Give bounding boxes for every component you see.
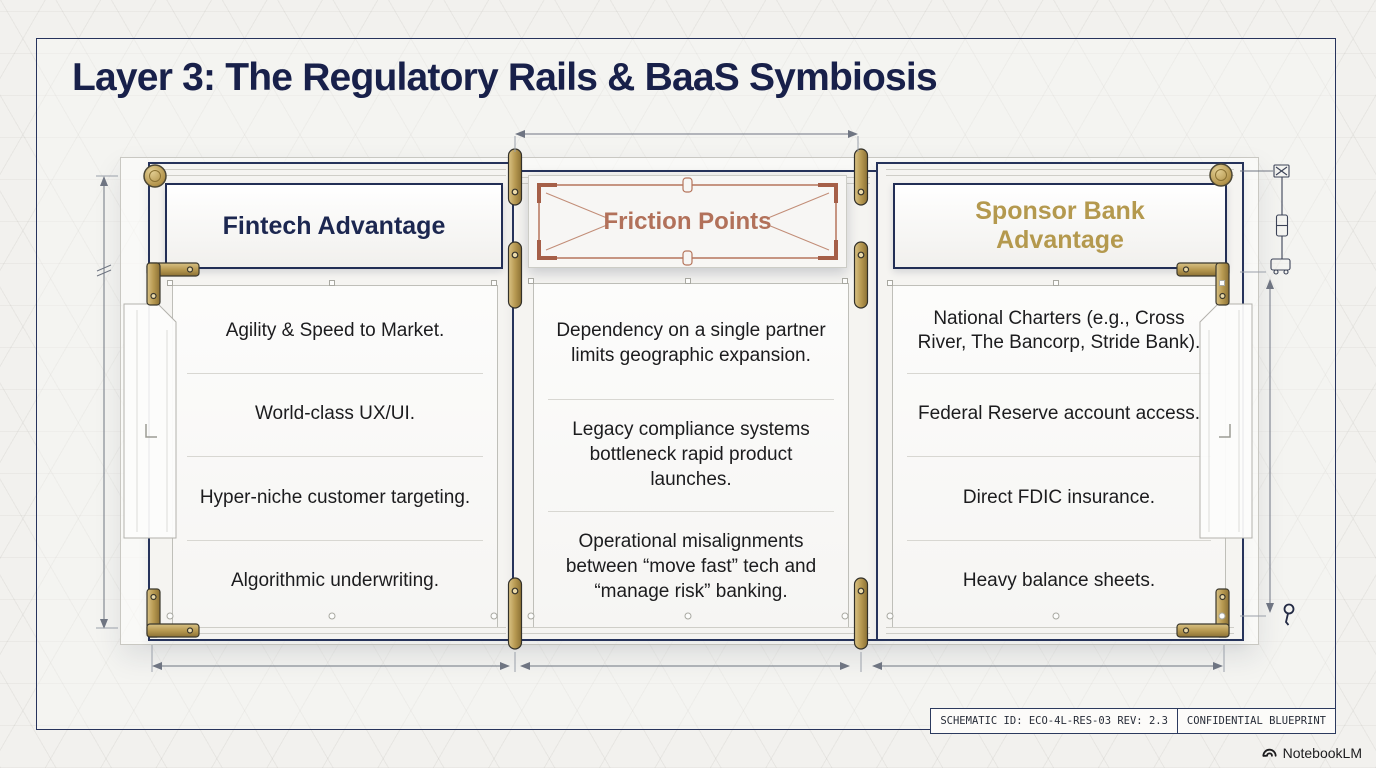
fintech-panel: Agility & Speed to Market. World-class U… (172, 285, 498, 628)
confidential-label: CONFIDENTIAL BLUEPRINT (1176, 709, 1335, 733)
divider (907, 456, 1211, 457)
page-title: Layer 3: The Regulatory Rails & BaaS Sym… (72, 56, 938, 99)
fintech-header: Fintech Advantage (165, 183, 503, 269)
sponsor-column-frame: Sponsor Bank Advantage National Charters… (876, 162, 1244, 641)
friction-panel: Dependency on a single partner limits ge… (533, 283, 849, 628)
schematic-id-label: SCHEMATIC ID: ECO-4L-RES-03 REV: 2.3 (940, 715, 1168, 727)
list-item: World-class UX/UI. (254, 403, 416, 425)
fintech-header-label: Fintech Advantage (222, 211, 446, 240)
divider (907, 372, 1211, 374)
list-item: Operational misalignments between “move … (565, 531, 817, 602)
notebooklm-logo-icon (1262, 748, 1277, 757)
list-item: Heavy balance sheets. (962, 570, 1156, 592)
notebooklm-wordmark: NotebookLM (1282, 744, 1362, 761)
notebooklm-branding: NotebookLM (1261, 744, 1362, 761)
fintech-column-frame: Fintech Advantage Agility & Speed to Mar… (148, 162, 516, 641)
sponsor-header-label: Sponsor Bank Advantage (975, 197, 1145, 254)
list-item: Algorithmic underwriting. (230, 570, 440, 592)
sponsor-header: Sponsor Bank Advantage (893, 183, 1227, 269)
divider (187, 372, 483, 374)
divider (907, 539, 1211, 541)
list-item: Agility & Speed to Market. (225, 319, 445, 341)
list-item: Hyper-niche customer targeting. (199, 486, 471, 508)
divider (548, 511, 834, 512)
divider (187, 539, 483, 541)
divider (548, 399, 834, 400)
list-item: Direct FDIC insurance. (962, 486, 1156, 508)
list-item: Federal Reserve account access. (918, 403, 1200, 425)
list-item: National Charters (e.g., Cross River, Th… (917, 307, 1201, 354)
friction-header: Friction Points (528, 175, 847, 268)
sponsor-panel: National Charters (e.g., Cross River, Th… (892, 285, 1226, 628)
friction-header-label: Friction Points (603, 207, 772, 235)
copper-frame-decoration (537, 177, 838, 266)
list-item: Dependency on a single partner limits ge… (556, 319, 826, 366)
divider (187, 456, 483, 457)
footer-schematic-box: SCHEMATIC ID: ECO-4L-RES-03 REV: 2.3 CON… (930, 708, 1336, 734)
list-item: Legacy compliance systems bottleneck rap… (572, 419, 810, 490)
